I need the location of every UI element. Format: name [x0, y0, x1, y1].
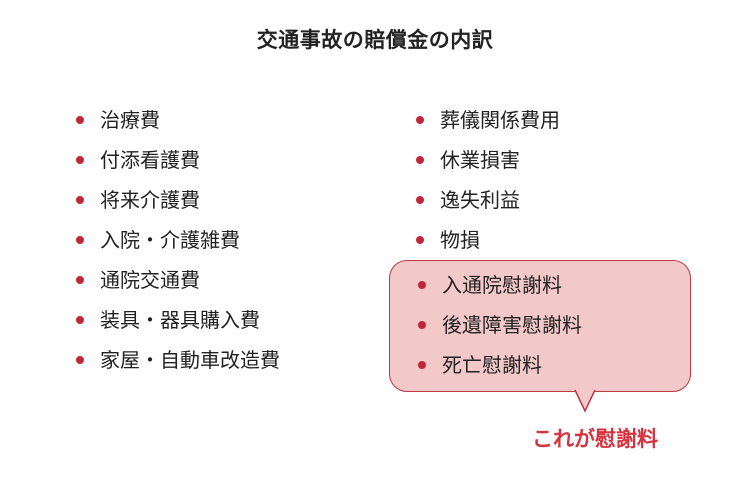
- list-item: 逸失利益: [416, 184, 560, 224]
- list-item: 付添看護費: [76, 144, 280, 184]
- list-item-label: 逸失利益: [440, 188, 520, 212]
- list-item-label: 葬儀関係費用: [440, 108, 560, 132]
- bullet-dot-icon: [416, 236, 424, 244]
- list-item: 休業損害: [416, 144, 560, 184]
- page-title: 交通事故の賠償金の内訳: [256, 28, 494, 52]
- bullet-dot-icon: [418, 281, 426, 289]
- bullet-dot-icon: [76, 276, 84, 284]
- list-item-label: 家屋・自動車改造費: [100, 348, 280, 372]
- bullet-dot-icon: [76, 116, 84, 124]
- list-item-label: 装具・器具購入費: [100, 308, 260, 332]
- list-item: 治療費: [76, 104, 280, 144]
- consolation-money-bubble: 入通院慰謝料 後遺障害慰謝料 死亡慰謝料: [389, 260, 691, 392]
- list-item: 葬儀関係費用: [416, 104, 560, 144]
- list-item-label: 休業損害: [440, 148, 520, 172]
- list-item: 入通院慰謝料: [418, 269, 582, 309]
- list-item: 物損: [416, 224, 560, 264]
- consolation-money-list: 入通院慰謝料 後遺障害慰謝料 死亡慰謝料: [418, 269, 582, 389]
- list-item-label: 治療費: [100, 108, 160, 132]
- list-item-label: 死亡慰謝料: [442, 353, 542, 377]
- list-item: 家屋・自動車改造費: [76, 344, 280, 384]
- bullet-dot-icon: [76, 356, 84, 364]
- list-item: 装具・器具購入費: [76, 304, 280, 344]
- list-item: 後遺障害慰謝料: [418, 309, 582, 349]
- list-item-label: 後遺障害慰謝料: [442, 313, 582, 337]
- bullet-dot-icon: [76, 316, 84, 324]
- bullet-dot-icon: [416, 196, 424, 204]
- bullet-dot-icon: [76, 236, 84, 244]
- list-item: 死亡慰謝料: [418, 349, 582, 389]
- list-item-label: 物損: [440, 228, 480, 252]
- bullet-dot-icon: [418, 321, 426, 329]
- list-item-label: 通院交通費: [100, 268, 200, 292]
- consolation-money-caption: これが慰謝料: [532, 427, 658, 451]
- left-expense-list: 治療費 付添看護費 将来介護費 入院・介護雑費 通院交通費 装具・器具購入費 家…: [76, 104, 280, 384]
- bullet-dot-icon: [76, 196, 84, 204]
- list-item-label: 入通院慰謝料: [442, 273, 562, 297]
- list-item-label: 将来介護費: [100, 188, 200, 212]
- list-item: 入院・介護雑費: [76, 224, 280, 264]
- bullet-dot-icon: [416, 156, 424, 164]
- list-item-label: 付添看護費: [100, 148, 200, 172]
- right-expense-list: 葬儀関係費用 休業損害 逸失利益 物損: [416, 104, 560, 264]
- bullet-dot-icon: [418, 361, 426, 369]
- bullet-dot-icon: [76, 156, 84, 164]
- speech-bubble-tail-icon: [574, 389, 596, 413]
- list-item-label: 入院・介護雑費: [100, 228, 240, 252]
- list-item: 将来介護費: [76, 184, 280, 224]
- bullet-dot-icon: [416, 116, 424, 124]
- list-item: 通院交通費: [76, 264, 280, 304]
